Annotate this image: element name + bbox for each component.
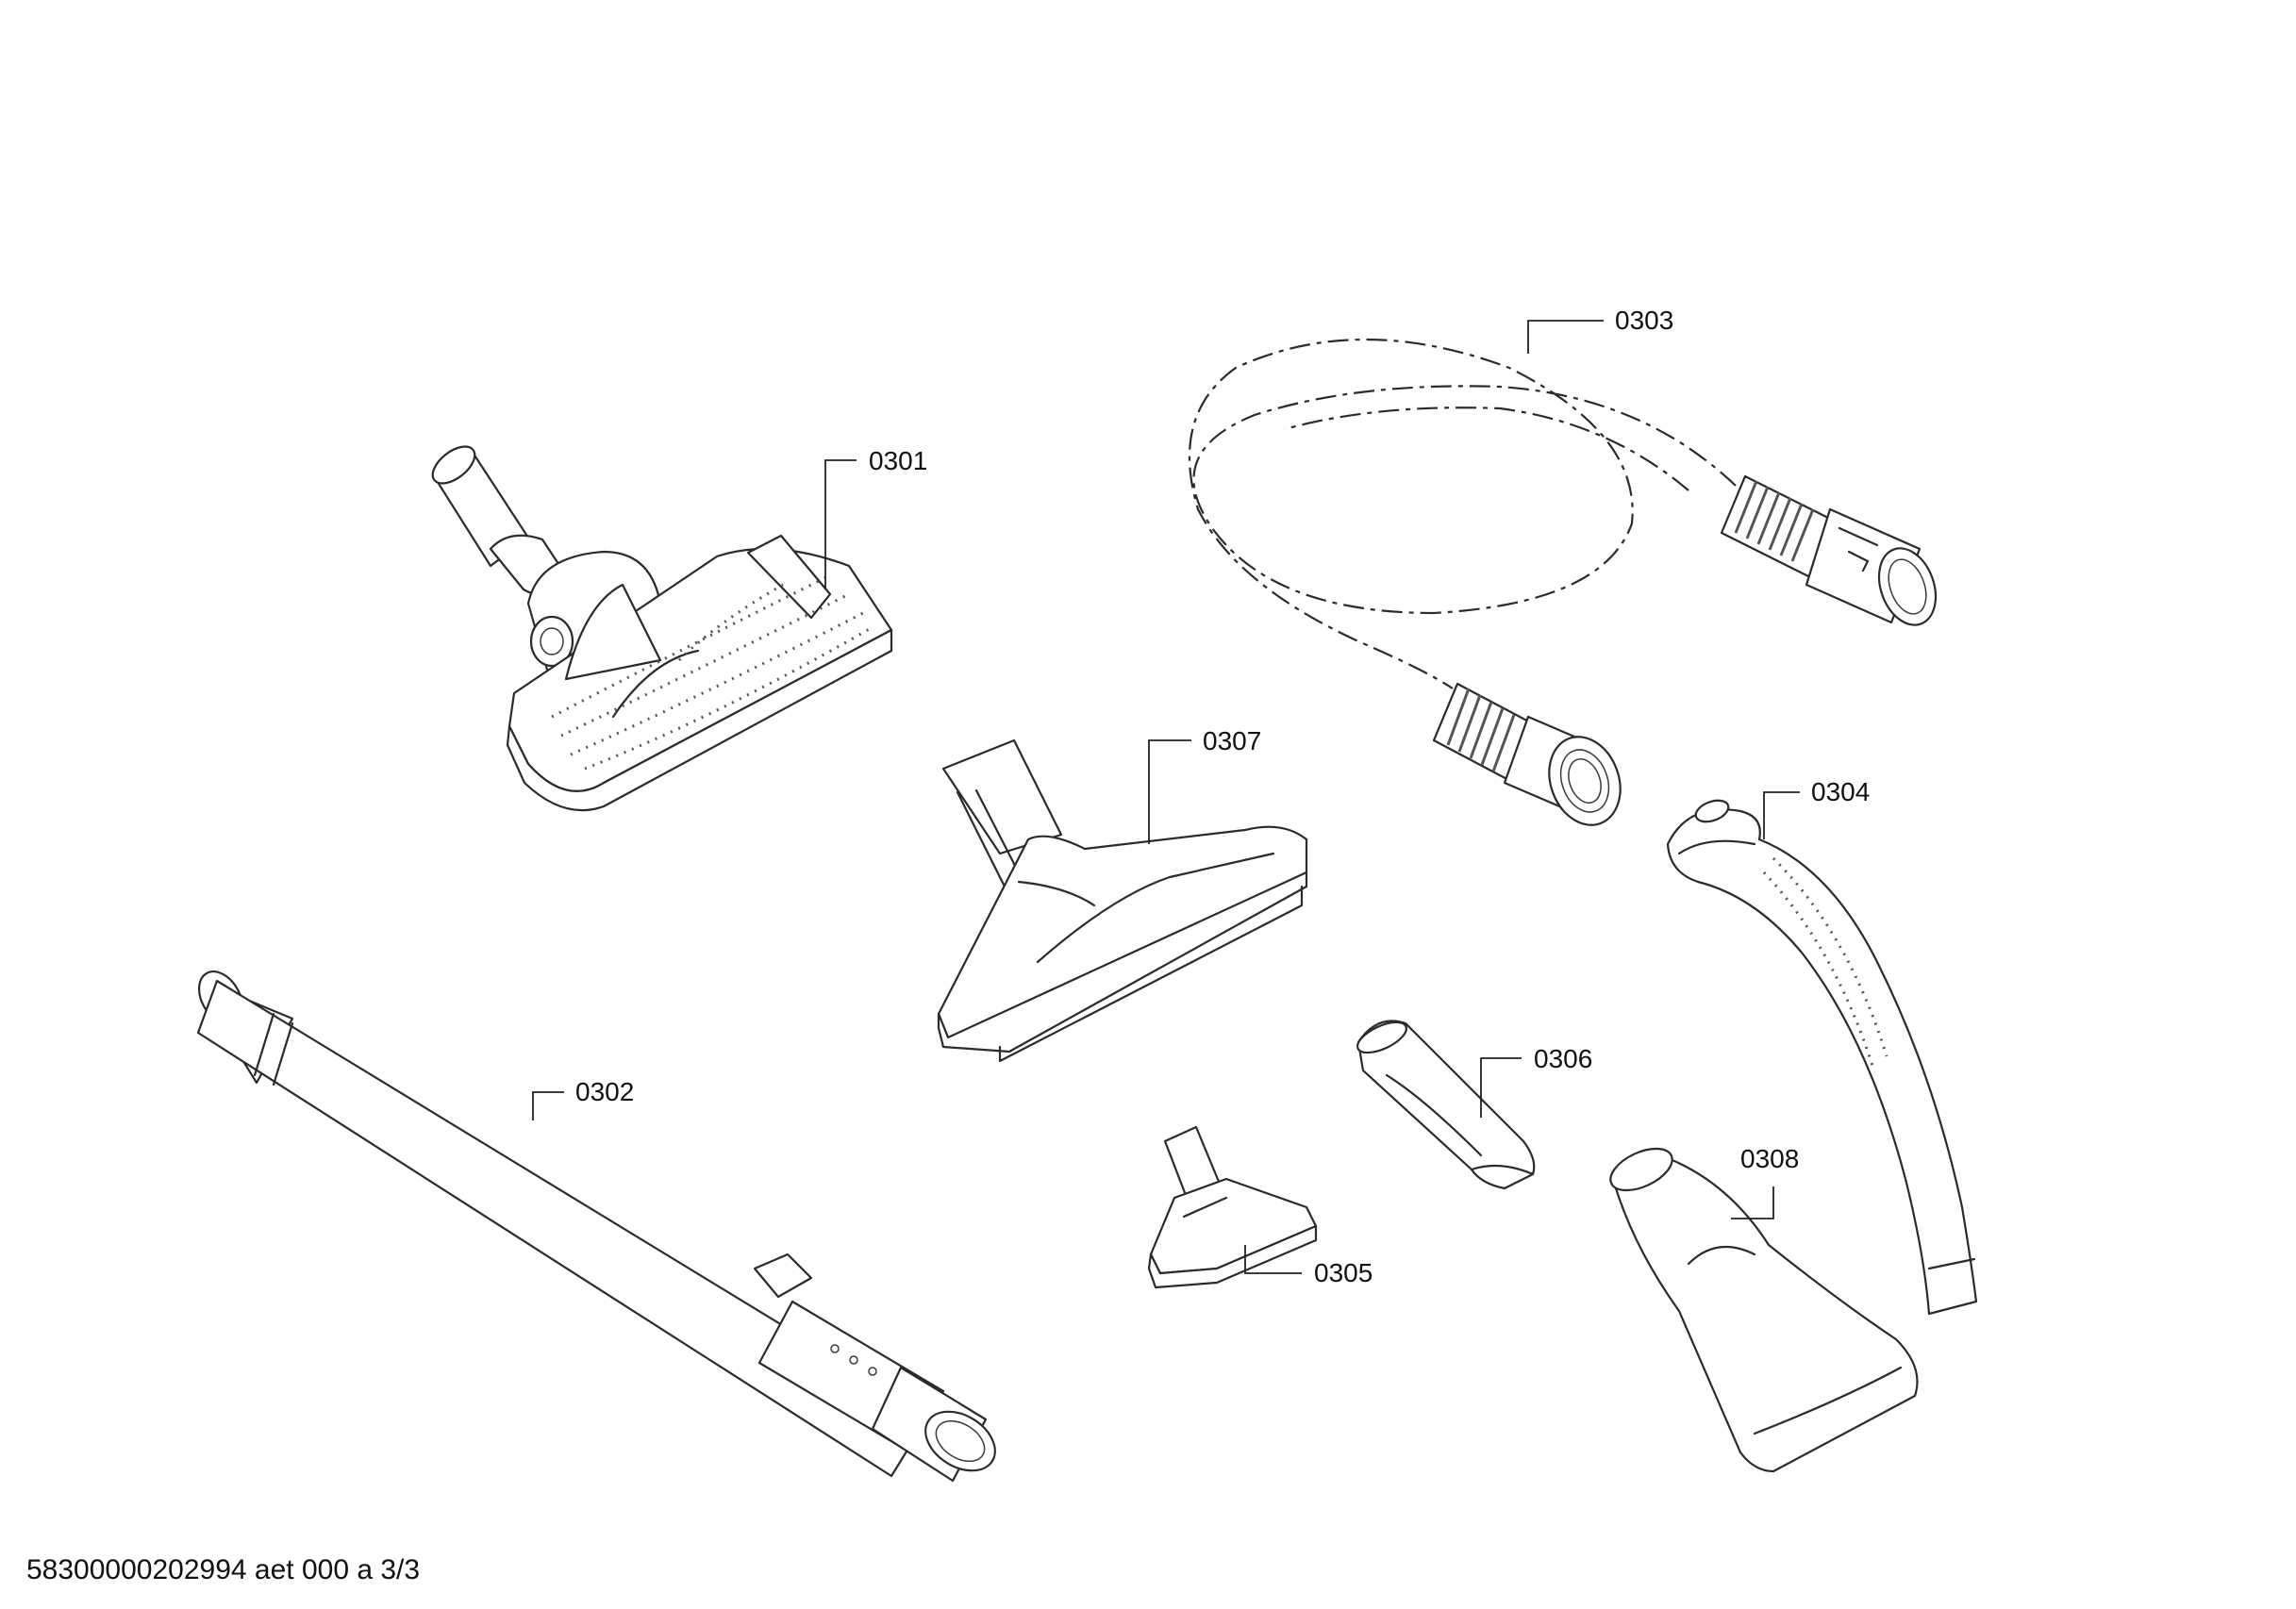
- leader-0305: [1244, 1245, 1302, 1274]
- leader-0303: [1527, 320, 1604, 354]
- label-0301: 0301: [869, 446, 927, 475]
- part-0304-handle: [1666, 799, 1978, 1316]
- leader-0307: [1148, 739, 1191, 844]
- part-0301-floor-nozzle: [431, 445, 893, 812]
- document-id-footer: 58300000202994 aet 000 a 3/3: [26, 1554, 421, 1585]
- leader-0308: [1731, 1186, 1774, 1219]
- leader-0301: [824, 459, 857, 589]
- label-0306: 0306: [1534, 1044, 1592, 1073]
- label-0303: 0303: [1615, 306, 1673, 335]
- part-0306-crevice-tool: [1356, 1020, 1536, 1190]
- leader-0304: [1763, 791, 1800, 839]
- part-0303-hose: [1188, 338, 1938, 826]
- label-0308: 0308: [1740, 1144, 1799, 1173]
- part-0307-parquet-brush: [937, 738, 1308, 1063]
- label-0304: 0304: [1811, 777, 1870, 806]
- part-0305-upholstery-nozzle: [1147, 1125, 1318, 1289]
- label-0302: 0302: [575, 1077, 634, 1106]
- part-0302-telescopic-tube: [196, 970, 996, 1483]
- label-0307: 0307: [1203, 726, 1261, 755]
- leader-0306: [1480, 1057, 1522, 1118]
- leader-0302: [532, 1091, 564, 1120]
- label-0305: 0305: [1314, 1258, 1373, 1287]
- part-0308-wide-nozzle: [1609, 1147, 1919, 1473]
